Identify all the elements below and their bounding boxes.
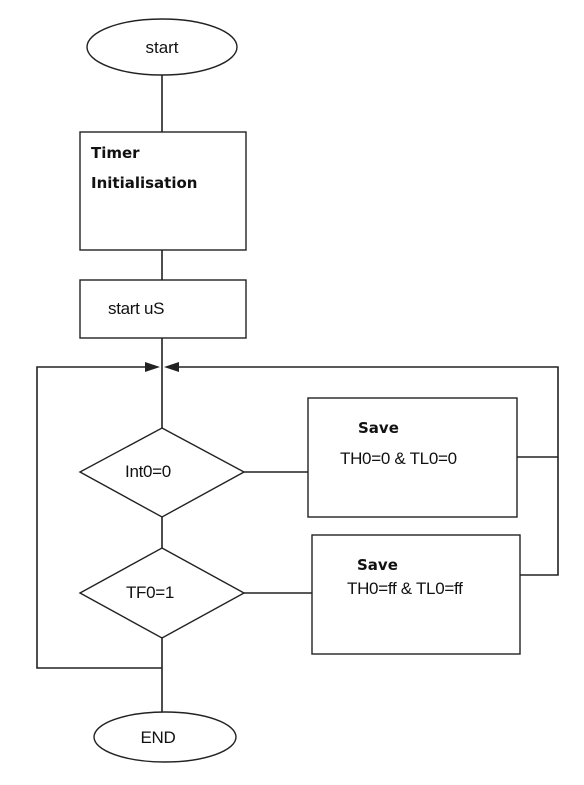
connector-save-ff-return [172,366,559,576]
save-zero-box [307,397,518,518]
int0-diamond [78,427,246,518]
save-zero-title: Save [358,419,399,437]
start-label: start [145,38,178,57]
tf0-decision: TF0=1 [78,547,246,639]
end-label: END [141,728,176,747]
timer-init-line1: Timer [91,144,140,162]
save-ff-box [311,534,521,655]
timer-init-line2: Initialisation [91,174,197,192]
start-terminal: start [86,18,238,76]
int0-label: Int0=0 [125,462,171,481]
timer-init-box [79,131,247,251]
start-us-label: start uS [108,299,164,318]
end-terminal: END [93,711,237,763]
connector-loop-left [36,366,162,669]
save-ff-text: TH0=ff & TL0=ff [347,579,463,598]
save-zero-text: TH0=0 & TL0=0 [340,449,457,468]
save-zero-process: Save TH0=0 & TL0=0 [307,397,518,518]
arrowhead-left-loop [145,362,160,372]
end-ellipse [93,711,237,763]
start-us-box [79,279,247,339]
int0-decision: Int0=0 [78,427,246,518]
connector-lines [36,75,559,713]
start-us-process: start uS [79,279,247,339]
save-ff-title: Save [357,556,398,574]
start-ellipse [86,18,238,76]
arrowhead-right-loop [164,362,179,372]
save-ff-process: Save TH0=ff & TL0=ff [311,534,521,655]
timer-init-process: Timer Initialisation [79,131,247,251]
tf0-label: TF0=1 [126,583,174,602]
tf0-diamond [78,547,246,639]
